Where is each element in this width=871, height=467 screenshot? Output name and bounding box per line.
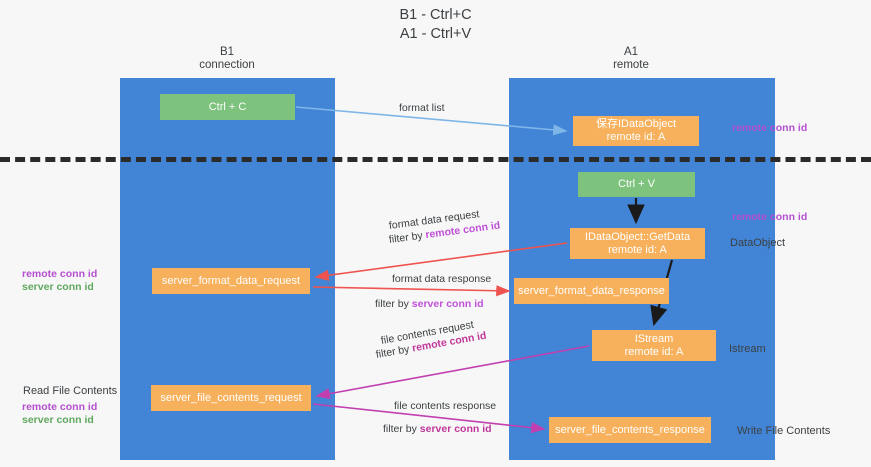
box-idataobject-getdata[interactable]: IDataObject::GetData remote id: A xyxy=(570,228,705,259)
lane-header-a1: A1 remote xyxy=(556,46,706,72)
filter-by-text: filter by xyxy=(388,229,427,246)
lane-header-b1-name: B1 xyxy=(219,46,235,58)
remote-conn-id-label: remote conn id xyxy=(732,122,808,134)
caption-file-contents-response-filter: filter by server conn id xyxy=(383,422,492,436)
filter-by-text: filter by xyxy=(375,298,412,310)
remote-conn-id-label: remote conn id xyxy=(22,401,98,413)
box-ctrl-c[interactable]: Ctrl + C xyxy=(160,94,295,120)
caption-file-contents-response: file contents response xyxy=(394,400,497,412)
box-server-file-contents-request-label: server_file_contents_request xyxy=(160,391,302,404)
filter-by-text: filter by xyxy=(374,342,414,361)
box-ctrl-v-label: Ctrl + V xyxy=(618,178,655,190)
box-ctrl-c-label: Ctrl + C xyxy=(208,100,247,113)
arrow-format-data-response xyxy=(312,285,511,297)
phase-divider xyxy=(0,157,871,162)
side-label-remote-conn-id-mid: remote conn id xyxy=(732,211,807,224)
remote-conn-id-label: remote conn id xyxy=(732,211,808,223)
box-idataobject[interactable]: 保存IDataObject remote id: A xyxy=(573,116,699,146)
side-label-read-file-contents: Read File Contents xyxy=(23,385,118,397)
box-istream[interactable]: IStream remote id: A xyxy=(592,330,716,361)
title-line-1: B1 - Ctrl+C xyxy=(399,7,472,23)
side-label-remote-conn-id-top: remote conn id xyxy=(732,122,807,135)
title-line-2: A1 - Ctrl+V xyxy=(399,26,472,42)
box-server-format-data-response[interactable]: server_format_data_response xyxy=(514,278,669,304)
side-label-dataobject: DataObject xyxy=(730,237,786,249)
box-server-file-contents-response[interactable]: server_file_contents_response xyxy=(549,417,711,443)
box-getdata-line-1: IDataObject::GetData xyxy=(584,230,691,243)
lane-header-a1-sub: remote xyxy=(613,59,649,71)
box-server-format-data-request[interactable]: server_format_data_request xyxy=(152,268,310,294)
box-server-file-contents-request[interactable]: server_file_contents_request xyxy=(151,385,311,411)
server-conn-id-label: server conn id xyxy=(22,281,94,293)
box-idataobject-line-1: 保存IDataObject xyxy=(595,118,677,130)
side-label-conn-ids-mid: remote conn id server conn id xyxy=(22,268,97,294)
remote-conn-id-label: remote conn id xyxy=(22,268,98,280)
box-server-format-data-request-label: server_format_data_request xyxy=(161,274,301,287)
page-title: B1 - Ctrl+C A1 - Ctrl+V xyxy=(0,6,871,44)
caption-format-list: format list xyxy=(399,102,445,114)
box-ctrl-v[interactable]: Ctrl + V xyxy=(578,172,695,197)
side-label-write-file-contents: Write File Contents xyxy=(737,425,831,437)
server-conn-id-token: server conn id xyxy=(419,423,492,435)
box-istream-line-1: IStream xyxy=(634,332,674,345)
box-getdata-line-2: remote id: A xyxy=(608,243,667,256)
box-istream-line-2: remote id: A xyxy=(624,345,684,358)
lane-header-b1-sub: connection xyxy=(199,59,255,71)
filter-by-text: filter by xyxy=(383,423,420,435)
server-conn-id-token: server conn id xyxy=(411,298,484,310)
lane-header-b1: B1 connection xyxy=(152,46,302,72)
side-label-istream: Istream xyxy=(729,343,766,355)
side-label-conn-ids-bottom: remote conn id server conn id xyxy=(22,401,97,427)
box-idataobject-line-2: remote id: A xyxy=(606,131,666,143)
box-server-format-data-response-label: server_format_data_response xyxy=(518,284,665,297)
caption-format-data-response: format data response xyxy=(392,273,492,285)
server-conn-id-label: server conn id xyxy=(22,414,94,426)
box-server-file-contents-response-label: server_file_contents_response xyxy=(555,423,705,436)
lane-header-a1-name: A1 xyxy=(623,46,639,58)
caption-format-data-response-filter: filter by server conn id xyxy=(375,297,484,311)
